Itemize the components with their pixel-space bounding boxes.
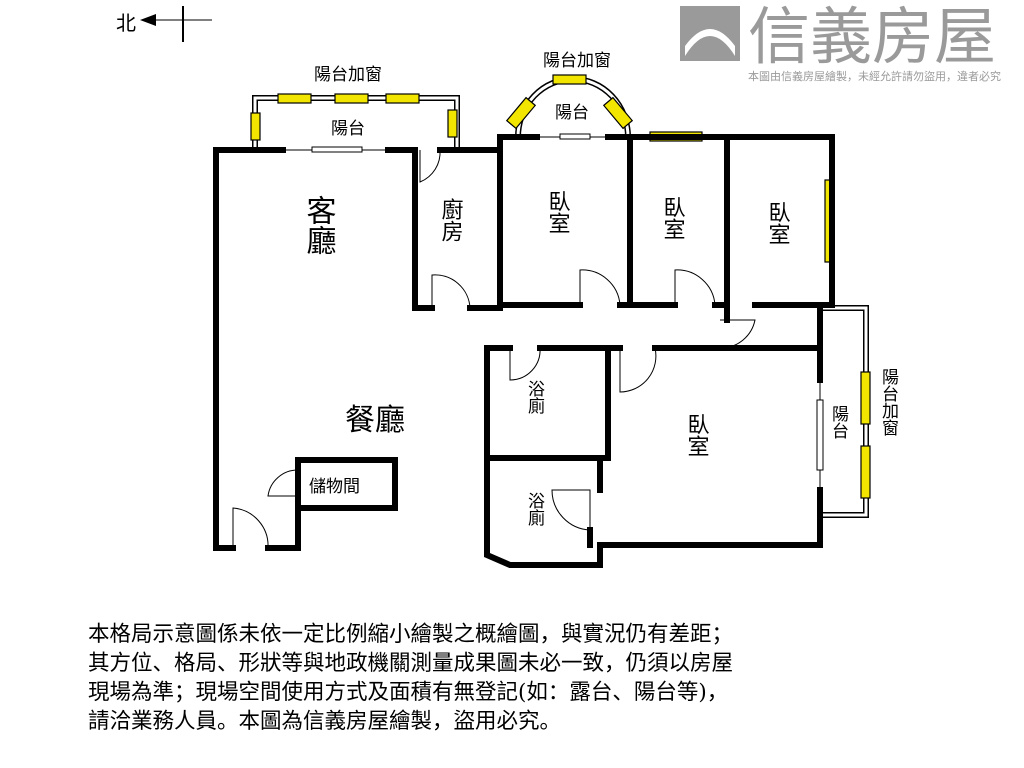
doors bbox=[232, 133, 824, 549]
walls bbox=[213, 134, 835, 568]
balcony-label: 陽台 bbox=[331, 119, 365, 139]
note-line: 本格局示意圖係未依一定比例縮小繪製之概繪圖，與實況仍有差距； bbox=[88, 622, 734, 647]
balcony-frames bbox=[252, 76, 869, 518]
room-master-bedroom: 臥室 bbox=[684, 413, 709, 457]
balcony-label: 陽台 bbox=[828, 405, 848, 439]
labels: 陽台加窗 陽台 陽台加窗 陽台 陽台 陽台加窗 客廳 廚房 臥室 臥室 臥室 臥… bbox=[301, 51, 899, 527]
disclaimer-note: 本格局示意圖係未依一定比例縮小繪製之概繪圖，與實況仍有差距； 其方位、格局、形狀… bbox=[88, 620, 968, 736]
note-line: 現場為準；現場空間使用方式及面積有無登記(如：露台、陽台等)， bbox=[88, 680, 729, 705]
room-dining: 餐廳 bbox=[345, 403, 405, 438]
watermark: 信義房屋 本圖由信義房屋繪製，未經允許請勿盜用，違者必究 bbox=[680, 0, 1001, 83]
room-storage: 儲物間 bbox=[309, 477, 360, 497]
room-living: 客廳 bbox=[301, 195, 337, 255]
room-bathroom-2: 浴廁 bbox=[524, 492, 545, 527]
balcony-window-label: 陽台加窗 bbox=[878, 368, 899, 436]
watermark-notice: 本圖由信義房屋繪製，未經允許請勿盜用，違者必究 bbox=[748, 69, 1001, 83]
balcony-label: 陽台 bbox=[555, 103, 589, 123]
note-line: 請洽業務人員。本圖為信義房屋繪製，盜用必究。 bbox=[88, 709, 562, 734]
note-line: 其方位、格局、形狀等與地政機關測量成果圖未必一致，仍須以房屋 bbox=[88, 651, 734, 676]
balcony-window-label: 陽台加窗 bbox=[314, 65, 382, 85]
room-bedroom-3: 臥室 bbox=[765, 201, 790, 245]
room-bedroom-1: 臥室 bbox=[545, 190, 570, 234]
brand-logo-icon bbox=[680, 6, 740, 61]
north-arrow: 北 bbox=[116, 6, 212, 42]
north-label: 北 bbox=[116, 11, 136, 35]
room-bathroom-1: 浴廁 bbox=[524, 380, 545, 415]
watermark-brand: 信義房屋 bbox=[748, 0, 996, 73]
room-bedroom-2: 臥室 bbox=[660, 196, 685, 240]
balcony-window-label: 陽台加窗 bbox=[543, 51, 611, 71]
room-kitchen: 廚房 bbox=[438, 198, 464, 242]
